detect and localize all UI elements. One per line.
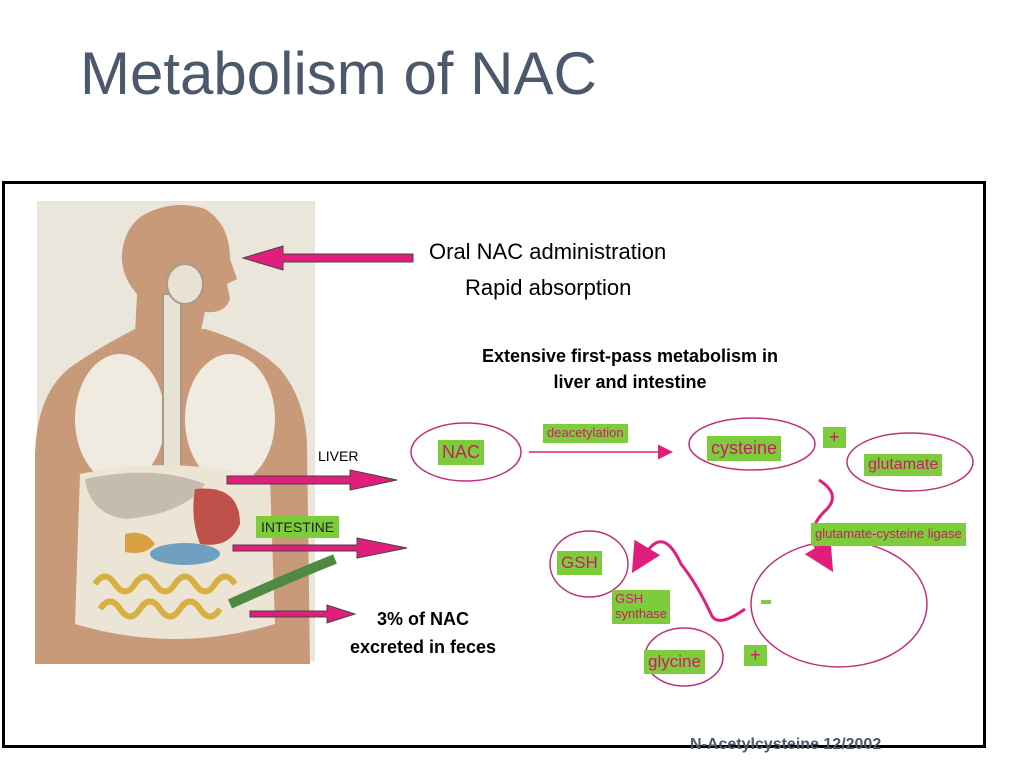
intestines [92, 573, 238, 620]
first-pass-line-1: Extensive first-pass metabolism in [481, 346, 779, 366]
oral-admin-arrow [241, 245, 414, 271]
gsh-synthase-line-1: GSH [615, 591, 644, 606]
intestine-arrow [232, 537, 408, 559]
rapid-absorption-label: Rapid absorption [465, 275, 632, 300]
feces-arrow [249, 604, 357, 624]
glutamate-ellipse [846, 432, 974, 492]
ligase-label: glutamate-cysteine ligase [811, 523, 966, 546]
right-lung [185, 354, 275, 484]
plus-sign-2: + [744, 645, 767, 666]
gsh-synthase-arrow [631, 539, 746, 622]
footer-text: N-Acetylcysteine 12/2002 [690, 736, 882, 753]
liver-organ [85, 472, 205, 519]
nac-ellipse [410, 422, 522, 482]
throat [166, 263, 204, 305]
first-pass-label: Extensive first-pass metabolism in liver… [425, 343, 835, 395]
glutamylcystein-ellipse [750, 540, 928, 668]
gsh-synthase-label: GSH synthase [612, 590, 671, 624]
liver-arrow [226, 469, 398, 491]
human-body-illustration [35, 201, 337, 664]
plus-sign-1: + [823, 427, 846, 448]
deacetylation-label: deacetylation [543, 424, 628, 443]
feces-label: 3% of NAC excreted in feces [323, 605, 523, 661]
cysteine-node: cysteine [707, 436, 782, 461]
left-lung [75, 354, 165, 484]
glycine-node: glycine [644, 650, 705, 674]
pancreas-organ [150, 543, 220, 565]
gsh-node: GSH [557, 551, 602, 575]
oral-admin-label: Oral NAC administration [429, 239, 667, 264]
diagram-frame: Oral NAC administration Rapid absorption… [2, 181, 986, 748]
stomach-organ [193, 488, 240, 545]
first-pass-line-2: liver and intestine [553, 372, 707, 392]
feces-line-1: 3% of NAC [376, 609, 469, 629]
feces-line-2: excreted in feces [349, 637, 497, 657]
nac-node: NAC [438, 440, 485, 465]
intestine-label: INTESTINE [256, 516, 340, 539]
gallbladder-organ [125, 532, 155, 553]
liver-label: LIVER [318, 448, 359, 464]
cysteine-ellipse [688, 417, 816, 471]
slide-title: Metabolism of NAC [80, 40, 597, 107]
intestine-tube [227, 554, 337, 609]
gsh-ellipse [549, 530, 629, 598]
glutamate-node: glutamate [864, 454, 943, 477]
gsh-synthase-line-2: synthase [615, 605, 668, 621]
glutamylcystein-node [761, 600, 771, 604]
pathway-arrows [226, 245, 974, 687]
